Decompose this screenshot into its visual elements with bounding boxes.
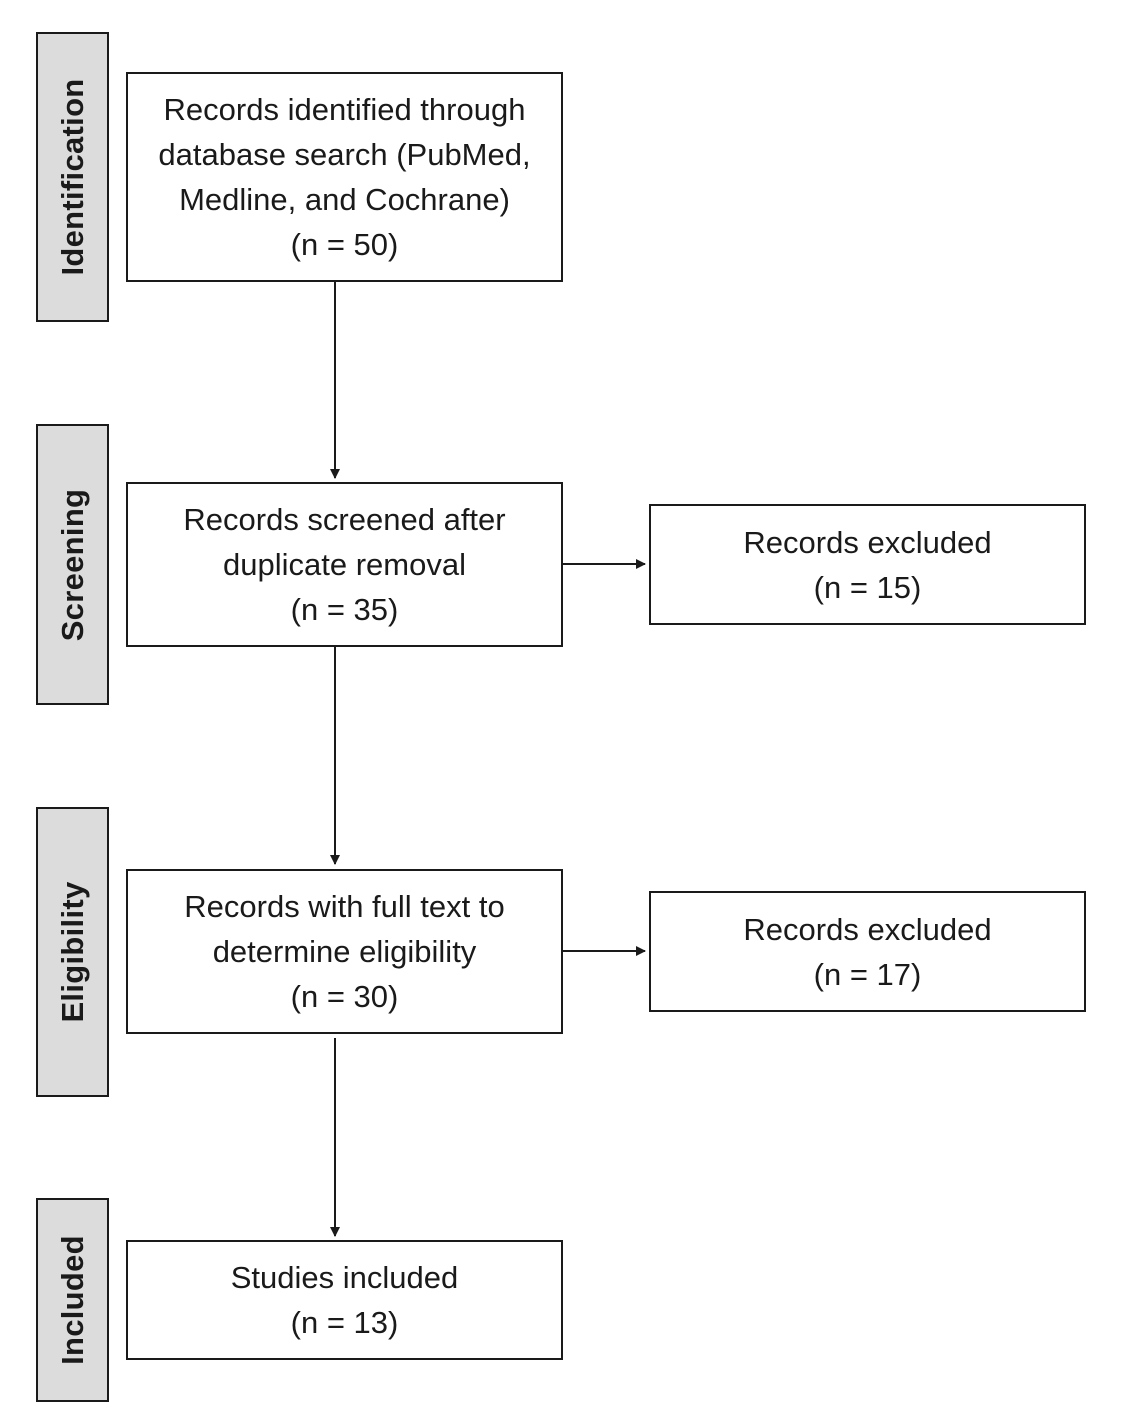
box-records-identified-line-2: database search (PubMed, bbox=[158, 137, 531, 172]
box-records-excluded-eligibility-count: (n = 17) bbox=[813, 956, 922, 992]
box-records-excluded-screening-line-1: Records excluded bbox=[743, 524, 992, 560]
box-records-excluded-eligibility: Records excluded (n = 17) bbox=[649, 891, 1086, 1012]
box-records-screened-line-2: duplicate removal bbox=[223, 547, 466, 582]
box-records-full-text: Records with full text to determine elig… bbox=[126, 869, 563, 1034]
box-studies-included-count: (n = 13) bbox=[290, 1305, 399, 1340]
stage-identification-label: Identification bbox=[54, 78, 90, 276]
stage-identification: Identification bbox=[36, 32, 109, 322]
box-records-identified-line-3: Medline, and Cochrane) bbox=[179, 182, 510, 217]
box-studies-included-line-1: Studies included bbox=[230, 1260, 459, 1295]
stage-eligibility-label: Eligibility bbox=[54, 881, 90, 1023]
box-records-identified-line-1: Records identified through bbox=[163, 92, 526, 127]
box-records-excluded-eligibility-line-1: Records excluded bbox=[743, 911, 992, 947]
box-records-excluded-screening-count: (n = 15) bbox=[813, 569, 922, 605]
box-records-screened: Records screened after duplicate removal… bbox=[126, 482, 563, 647]
box-records-screened-line-1: Records screened after bbox=[183, 502, 506, 537]
stage-eligibility: Eligibility bbox=[36, 807, 109, 1097]
box-records-excluded-screening: Records excluded (n = 15) bbox=[649, 504, 1086, 625]
stage-included-label: Included bbox=[54, 1235, 90, 1365]
box-records-identified-count: (n = 50) bbox=[290, 227, 399, 262]
box-records-full-text-count: (n = 30) bbox=[290, 979, 399, 1014]
box-records-full-text-line-1: Records with full text to bbox=[184, 889, 505, 924]
box-records-screened-count: (n = 35) bbox=[290, 592, 399, 627]
stage-screening: Screening bbox=[36, 424, 109, 705]
stage-included: Included bbox=[36, 1198, 109, 1402]
box-records-full-text-line-2: determine eligibility bbox=[212, 934, 477, 969]
box-studies-included: Studies included (n = 13) bbox=[126, 1240, 563, 1360]
stage-screening-label: Screening bbox=[54, 488, 90, 641]
box-records-identified: Records identified through database sear… bbox=[126, 72, 563, 282]
